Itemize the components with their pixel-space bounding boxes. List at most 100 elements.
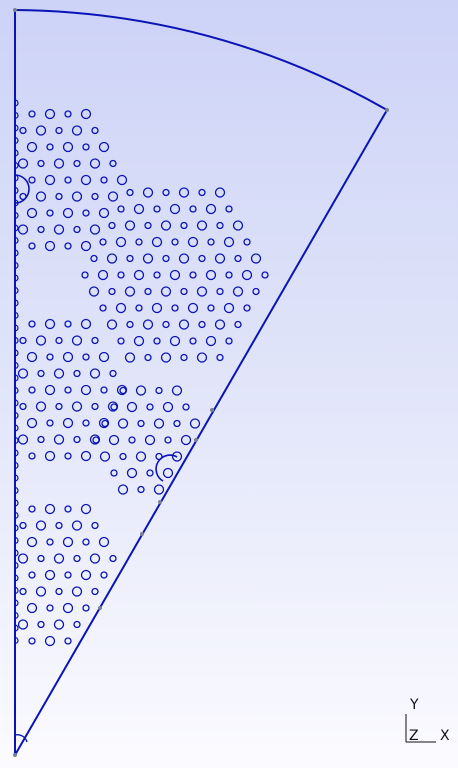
hole [124, 286, 136, 297]
edge-hole [14, 111, 19, 120]
hole [162, 320, 170, 329]
hole [126, 254, 134, 263]
hole [110, 469, 118, 477]
hole [198, 254, 206, 263]
hole [44, 318, 56, 330]
hole [232, 286, 244, 297]
edge-hole [14, 399, 19, 407]
hole [80, 503, 92, 515]
hole [144, 221, 152, 230]
edge-hole [14, 161, 19, 170]
hole [180, 221, 188, 230]
hole [180, 434, 192, 446]
hole [37, 369, 45, 378]
hole [91, 126, 99, 135]
hole [82, 538, 90, 546]
edge-hole [158, 500, 162, 504]
axis-y-label: Y [410, 697, 419, 713]
edge-hole [14, 624, 19, 632]
edge-hole [14, 349, 19, 357]
hole [205, 203, 217, 215]
hole [110, 403, 118, 411]
edge-hole [14, 436, 19, 445]
hole [35, 335, 47, 346]
hole [178, 253, 190, 264]
hole [62, 141, 74, 153]
hole [198, 320, 206, 329]
hole [73, 435, 81, 444]
hole [135, 451, 147, 462]
hole [133, 335, 145, 347]
hole [44, 174, 56, 186]
hole [180, 287, 188, 296]
edge-hole [140, 532, 144, 536]
hole [28, 505, 36, 513]
hole [19, 192, 27, 201]
edge-notch-right [155, 454, 178, 482]
hole [243, 238, 251, 246]
hole [46, 419, 54, 427]
hole [90, 254, 98, 263]
hole [28, 637, 36, 645]
hole [108, 221, 116, 230]
edge-hole [14, 561, 19, 570]
apex-arc [14, 734, 28, 743]
hole [80, 318, 92, 330]
edge-hole [14, 374, 19, 382]
edge-hole [14, 524, 19, 532]
edge-hole [14, 536, 19, 545]
hole [64, 571, 72, 579]
edge-hole [14, 199, 19, 207]
hole [100, 176, 108, 184]
hole [187, 302, 199, 314]
hole [225, 337, 233, 345]
hole [196, 286, 208, 297]
hole [108, 434, 120, 446]
hole [146, 469, 154, 477]
hole [91, 587, 99, 596]
hole [89, 553, 101, 564]
hole [37, 620, 45, 629]
edge-hole [14, 224, 19, 232]
hole [88, 286, 100, 297]
edge-hole [14, 486, 19, 495]
hole [64, 505, 72, 513]
hole [73, 369, 81, 378]
hole [153, 337, 161, 345]
hole [205, 269, 217, 281]
hole [232, 220, 244, 231]
hole [126, 401, 138, 413]
hole [155, 386, 163, 395]
hole [99, 451, 111, 462]
hole [126, 467, 138, 479]
hole [91, 521, 99, 530]
hole [223, 302, 235, 314]
hole [28, 110, 36, 118]
hole [26, 536, 38, 548]
hole [99, 238, 107, 246]
hole [162, 401, 174, 413]
hole [35, 191, 47, 202]
hole [133, 269, 145, 281]
hole [64, 637, 72, 645]
hole [55, 587, 63, 596]
hole [71, 335, 83, 346]
hole [189, 337, 197, 345]
edge-hole [14, 174, 19, 182]
hole [243, 304, 251, 312]
hole [107, 191, 119, 202]
hole [153, 484, 165, 495]
hole [26, 351, 38, 363]
hole [82, 353, 90, 361]
hole [173, 419, 181, 428]
hole [100, 386, 108, 394]
hole [73, 620, 81, 629]
hole [37, 159, 45, 168]
hole [207, 304, 215, 312]
hole [71, 191, 83, 202]
hole [106, 253, 118, 264]
hole [144, 353, 152, 362]
hole [109, 159, 117, 168]
